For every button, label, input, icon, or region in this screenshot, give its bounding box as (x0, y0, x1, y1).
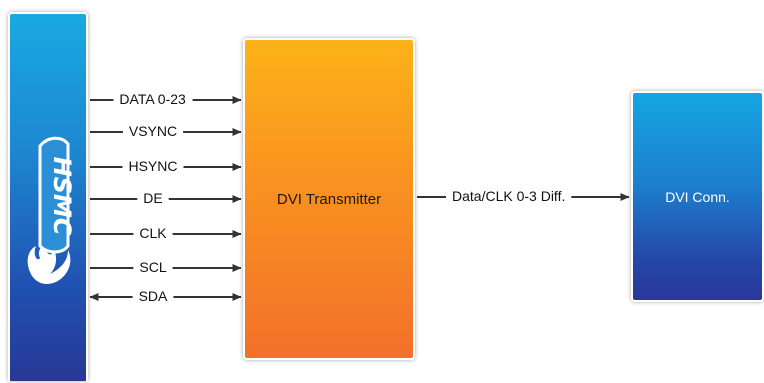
dvi-connector-label: DVI Conn. (665, 188, 730, 205)
signal-label-clk: CLK (139, 225, 167, 241)
signal-label-sda: SDA (138, 288, 168, 304)
hsmc-connector-block: HSMC (8, 12, 88, 381)
signal-label-hsync: HSYNC (128, 158, 178, 174)
output-signal-label: Data/CLK 0-3 Diff. (452, 188, 566, 204)
signal-label-vsync: VSYNC (128, 123, 178, 139)
hsmc-logo: HSMC (27, 136, 76, 284)
signal-label-scl: SCL (139, 259, 167, 275)
signal-label-data-0-23: DATA 0-23 (119, 91, 186, 107)
dvi-transmitter-block: DVI Transmitter (243, 38, 415, 360)
signal-label-de: DE (143, 190, 163, 206)
dvi-transmitter-label: DVI Transmitter (276, 190, 382, 208)
hsmc-logo-text: HSMC (48, 157, 76, 236)
dvi-connector-block: DVI Conn. (631, 91, 764, 302)
